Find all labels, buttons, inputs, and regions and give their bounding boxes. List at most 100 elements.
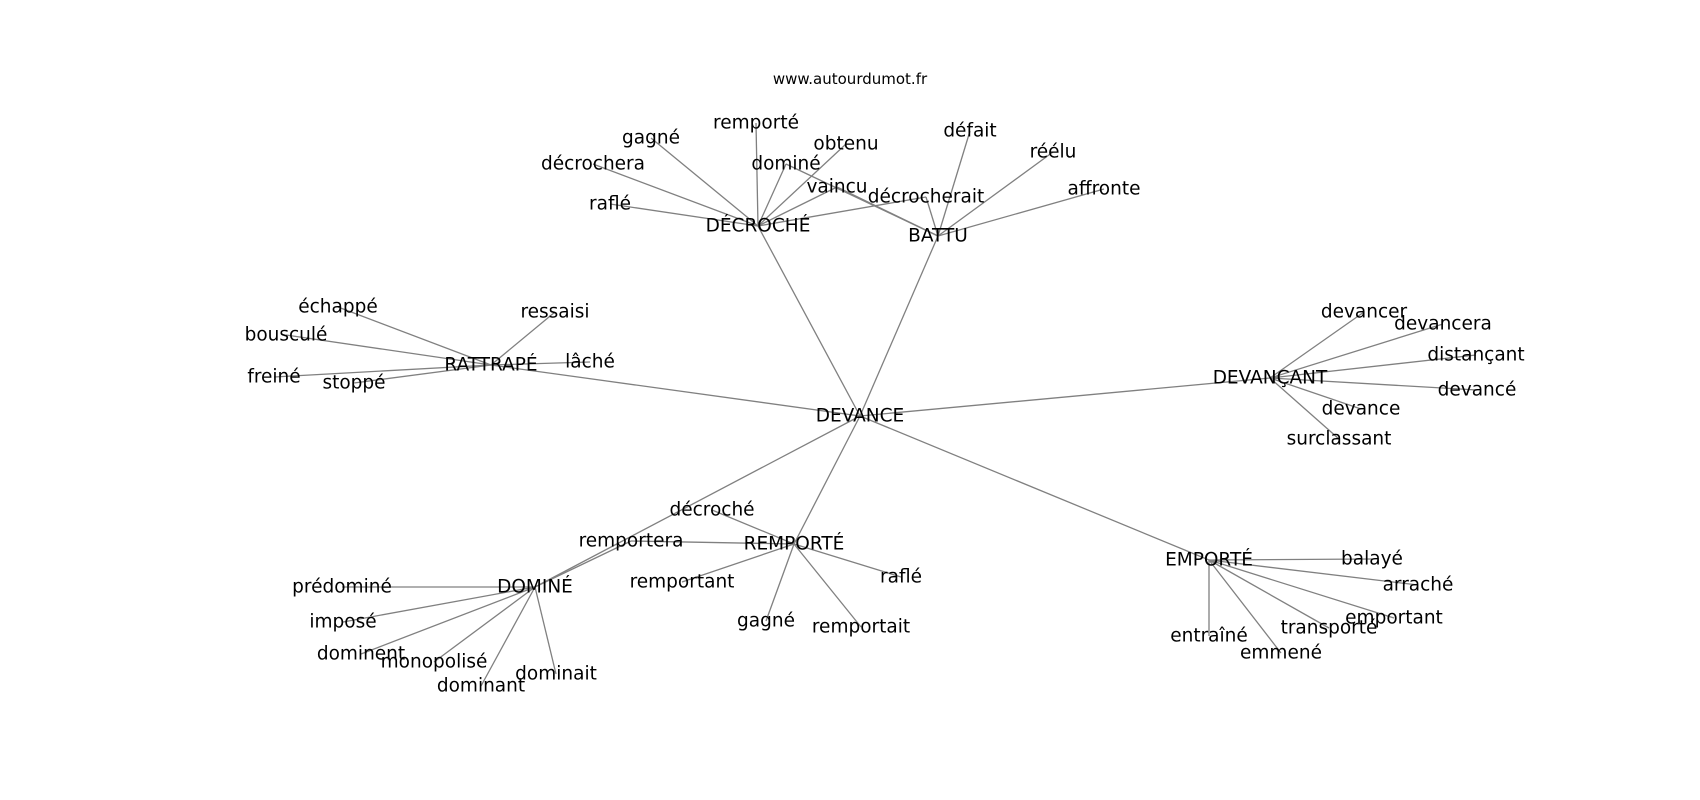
node-leaf: arraché	[1383, 575, 1454, 596]
edge-remporte-leaf	[711, 509, 795, 545]
edge-remporte-leaf	[765, 543, 795, 622]
node-leaf: prédominé	[292, 577, 392, 598]
edge-decroche-leaf	[650, 137, 759, 227]
edge-domine-leaf	[342, 586, 536, 623]
graph-labels: DEVANCEDÉCROCHÉgagnéremportéobtenudécroc…	[245, 113, 1525, 697]
node-leaf: remportant	[630, 572, 735, 593]
edge-emporte-leaf	[1208, 558, 1373, 561]
edge-domine-leaf	[534, 540, 632, 588]
node-hub-emporte: EMPORTÉ	[1165, 549, 1253, 571]
node-hub-rattrape: RATTRAPÉ	[444, 354, 537, 376]
edge-devancant-leaf	[1269, 377, 1478, 391]
node-leaf: stoppé	[322, 373, 385, 394]
edge-devancant-leaf	[1269, 354, 1477, 379]
edge-root-emporte	[859, 415, 1210, 561]
node-leaf: emportant	[1345, 608, 1443, 629]
node-leaf: dominait	[515, 664, 597, 685]
node-leaf: bousculé	[245, 325, 328, 346]
node-leaf: monopolisé	[381, 652, 488, 673]
node-hub-devancant: DEVANÇANT	[1213, 368, 1328, 389]
node-leaf: emmené	[1240, 643, 1322, 664]
node-leaf: raflé	[589, 194, 631, 215]
node-leaf: dominé	[751, 154, 820, 175]
edge-rattrape-leaf	[285, 334, 492, 366]
node-leaf: défait	[943, 121, 996, 142]
edge-battu-leaf	[937, 151, 1054, 237]
edge-rattrape-leaf	[490, 311, 556, 366]
node-leaf: devancé	[1438, 380, 1517, 401]
edge-root-battu	[859, 235, 939, 417]
node-leaf: devancer	[1321, 302, 1408, 323]
edge-rattrape-leaf	[337, 306, 492, 366]
edge-battu-leaf	[937, 188, 1105, 237]
node-leaf: distançant	[1427, 345, 1524, 366]
edge-rattrape-leaf	[490, 361, 591, 366]
node-leaf: réélu	[1030, 142, 1077, 163]
edge-root-domine	[534, 415, 861, 588]
node-leaf: transporté	[1281, 618, 1378, 639]
edge-battu-leaf	[925, 196, 939, 237]
node-hub-decroche: DÉCROCHÉ	[706, 215, 811, 237]
edge-decroche-leaf	[755, 122, 759, 227]
node-leaf: ressaisi	[520, 302, 589, 323]
node-leaf: remportera	[579, 531, 684, 552]
edge-decroche-leaf	[757, 143, 847, 227]
node-leaf: raflé	[880, 567, 922, 588]
node-leaf: devancera	[1394, 314, 1492, 335]
edge-emporte-leaf	[1208, 559, 1330, 629]
edge-devancant-leaf	[1269, 311, 1365, 379]
edge-domine-leaf	[360, 586, 536, 655]
edge-remporte-leaf	[681, 543, 795, 583]
edge-decroche-leaf	[592, 163, 759, 227]
node-leaf: lâché	[565, 352, 615, 373]
edge-root-rattrape	[490, 364, 861, 417]
edge-decroche-leaf	[609, 203, 759, 227]
edge-emporte-leaf	[1208, 559, 1395, 619]
node-hub-battu: BATTU	[908, 226, 968, 247]
node-leaf: entraîné	[1170, 626, 1248, 647]
node-leaf: affronte	[1068, 179, 1141, 200]
node-leaf: remporté	[713, 113, 799, 134]
node-leaf: dominent	[317, 644, 405, 665]
node-leaf: décroché	[669, 500, 754, 521]
node-leaf: surclassant	[1287, 429, 1392, 450]
edge-remporte-leaf	[793, 543, 902, 578]
edge-root-decroche	[757, 225, 861, 417]
node-leaf: décrocherait	[868, 187, 984, 208]
edge-decroche-leaf	[757, 186, 838, 227]
edge-devancant-leaf	[1269, 377, 1340, 440]
edge-decroche-leaf	[757, 163, 787, 227]
edge-devancant-leaf	[1269, 323, 1444, 379]
node-hub-domine: DOMINÉ	[497, 576, 573, 598]
edge-devancant-leaf	[1269, 377, 1362, 410]
edge-root-remporte	[793, 415, 861, 545]
node-leaf: devance	[1322, 399, 1401, 420]
edge-battu-leaf	[785, 163, 939, 237]
graph-edges	[273, 122, 1478, 687]
node-leaf: décrochera	[541, 154, 645, 175]
edge-root-devancant	[859, 377, 1271, 417]
source-watermark: www.autourdumot.fr	[772, 70, 928, 88]
edge-emporte-leaf	[1208, 559, 1282, 654]
edge-emporte-leaf	[1208, 559, 1419, 586]
edge-decroche-leaf	[757, 196, 927, 227]
edge-domine-leaf	[433, 586, 536, 663]
edge-remporte-leaf	[630, 540, 795, 545]
node-leaf: dominant	[437, 676, 525, 697]
node-root: DEVANCE	[816, 406, 905, 427]
edge-rattrape-leaf	[273, 364, 492, 378]
edge-remporte-leaf	[793, 543, 862, 628]
node-leaf: gagné	[622, 128, 680, 149]
node-leaf: vaincu	[806, 177, 867, 198]
node-leaf: gagné	[737, 611, 795, 632]
node-leaf: remportait	[812, 617, 910, 638]
edge-domine-leaf	[480, 586, 536, 687]
edge-rattrape-leaf	[353, 364, 492, 384]
node-leaf: échappé	[298, 297, 377, 318]
edge-domine-leaf	[534, 586, 557, 675]
node-hub-remporte: REMPORTÉ	[744, 533, 845, 555]
edge-battu-leaf	[937, 130, 971, 237]
node-leaf: freiné	[247, 367, 300, 388]
node-leaf: imposé	[309, 612, 376, 633]
